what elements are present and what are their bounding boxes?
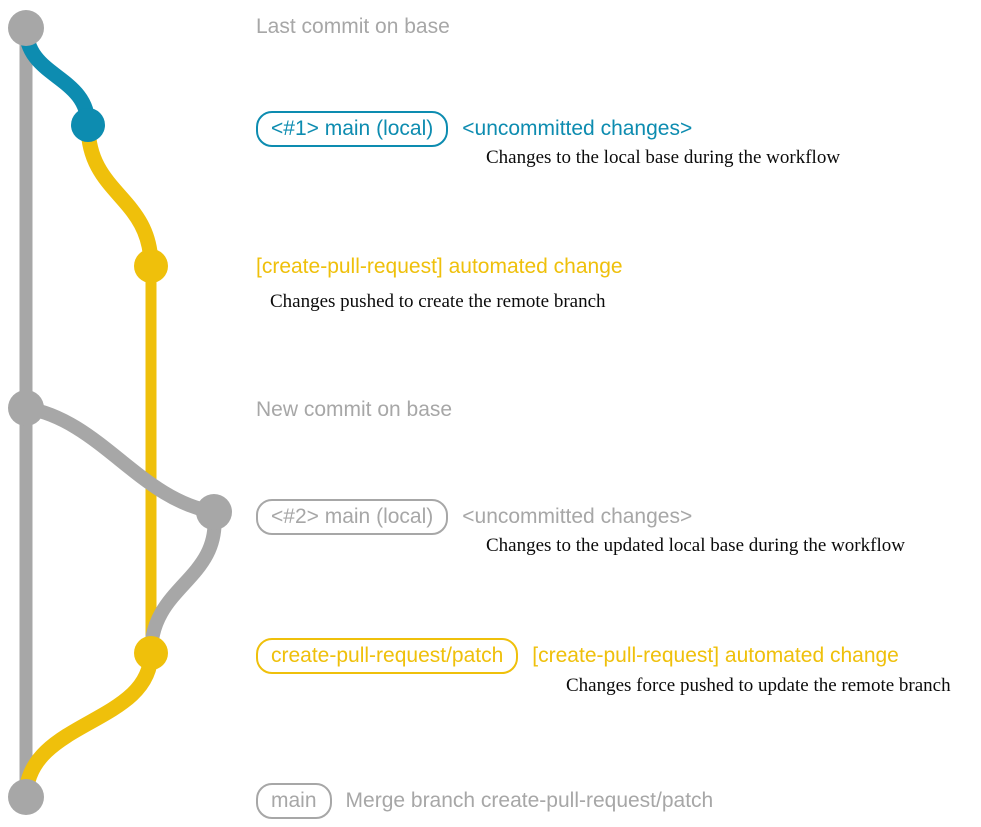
edge-local-2-to-remote-2 — [144, 505, 222, 660]
commit-subject: [create-pull-request] automated change — [256, 255, 623, 278]
commit-subject: <uncommitted changes> — [462, 117, 693, 140]
commit-note-remote-1: Changes pushed to create the remote bran… — [270, 291, 606, 312]
commit-subject: Last commit on base — [256, 15, 450, 38]
edge-base-to-local-2 — [19, 401, 221, 519]
ref-chip-main-local-1[interactable]: <#1> main (local) — [256, 111, 449, 147]
commit-note-local-1: Changes to the local base during the wor… — [486, 147, 841, 168]
commit-row-local-1: <#1> main (local) <uncommitted changes> — [256, 111, 692, 147]
commit-note-remote-2: Changes force pushed to update the remot… — [566, 675, 951, 696]
node-new-commit-on-base[interactable] — [8, 390, 44, 426]
ref-chip-main-local-2[interactable]: <#2> main (local) — [256, 499, 449, 535]
node-local-1[interactable] — [71, 108, 105, 142]
commit-row-local-2: <#2> main (local) <uncommitted changes> — [256, 499, 692, 535]
commit-note-local-2: Changes to the updated local base during… — [486, 535, 905, 556]
commit-subject: [create-pull-request] automated change — [532, 644, 899, 667]
commit-row-remote-2: create-pull-request/patch [create-pull-r… — [256, 638, 899, 674]
ref-chip-main[interactable]: main — [256, 783, 332, 819]
commit-subject: <uncommitted changes> — [462, 505, 693, 528]
commit-row-new-commit-on-base: New commit on base — [256, 399, 452, 420]
node-last-commit-on-base[interactable] — [8, 10, 44, 46]
node-remote-2[interactable] — [134, 636, 168, 670]
edge-remote-2-to-merge — [18, 645, 159, 805]
commit-row-remote-1: [create-pull-request] automated change — [256, 256, 623, 277]
commit-row-last-commit-on-base: Last commit on base — [256, 16, 450, 37]
edge-local-1-to-remote-1 — [80, 117, 159, 274]
node-local-2[interactable] — [196, 494, 232, 530]
commit-subject: Merge branch create-pull-request/patch — [345, 789, 714, 812]
commit-subject: New commit on base — [256, 398, 453, 421]
commit-row-merge-commit: main Merge branch create-pull-request/pa… — [256, 783, 713, 819]
ref-chip-create-pull-request-patch[interactable]: create-pull-request/patch — [256, 638, 519, 674]
node-merge-commit[interactable] — [8, 779, 44, 815]
node-remote-1[interactable] — [134, 249, 168, 283]
